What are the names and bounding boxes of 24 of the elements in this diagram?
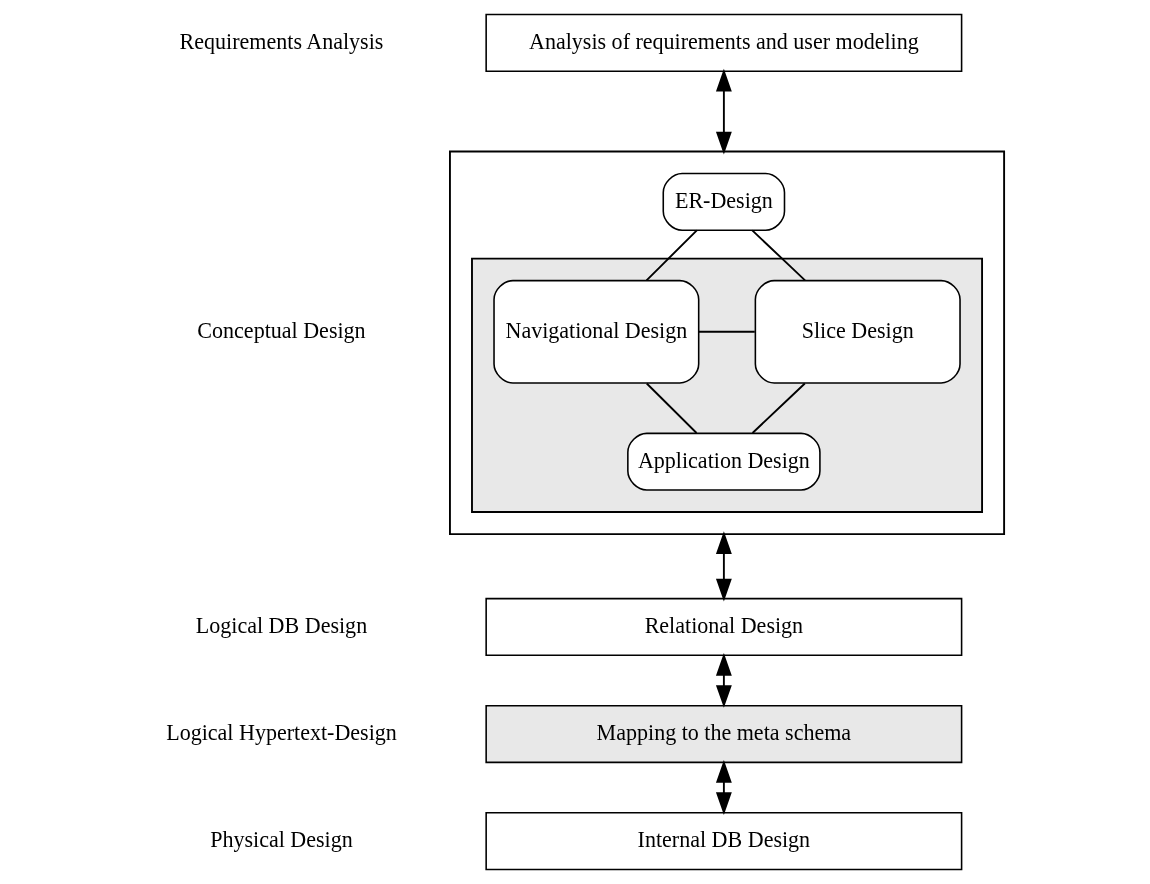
label: Logical DB Design	[195, 612, 367, 638]
arrow	[715, 68, 732, 155]
arrow	[715, 760, 732, 815]
label: Logical Hypertext-Design	[165, 719, 397, 745]
label: Conceptual Design	[196, 317, 366, 343]
connector	[645, 229, 698, 282]
cluster	[448, 150, 1005, 536]
node-box: Slice Design	[754, 279, 961, 384]
connector	[645, 382, 697, 434]
connector	[750, 229, 806, 282]
node-box: Mapping to the meta schema	[484, 704, 962, 764]
arrow	[715, 653, 732, 708]
label: Physical Design	[209, 826, 353, 852]
node-box: Application Design	[626, 432, 821, 491]
connector	[751, 382, 806, 434]
node-box: Relational Design	[484, 597, 962, 657]
connector	[697, 330, 756, 333]
node-box: ER-Design	[662, 172, 785, 232]
arrow	[715, 531, 732, 602]
node-box: Analysis of requirements and user modeling	[484, 13, 962, 73]
label: Requirements Analysis	[179, 28, 383, 54]
cluster	[470, 257, 983, 513]
node-box: Internal DB Design	[484, 811, 962, 871]
node-box: Navigational Design	[492, 279, 699, 384]
